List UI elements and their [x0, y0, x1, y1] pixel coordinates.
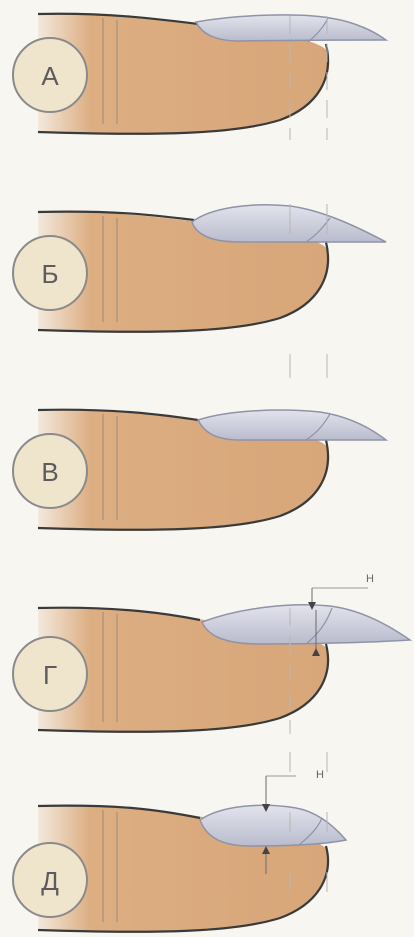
- panel-d: H Д: [13, 752, 346, 932]
- nail-plate: [196, 15, 386, 41]
- h-label: H: [316, 769, 324, 781]
- panel-g: H Г: [13, 573, 410, 734]
- panel-letter: Д: [41, 866, 59, 896]
- nail-plate: [200, 805, 346, 846]
- panel-a: А: [13, 14, 386, 140]
- panel-b: Б: [13, 204, 386, 378]
- panel-letter: Б: [41, 259, 58, 289]
- panel-letter: В: [41, 457, 58, 487]
- nail-plate: [202, 605, 410, 644]
- nail-plate: [198, 410, 386, 440]
- panel-letter: Г: [43, 660, 57, 690]
- h-label: H: [366, 573, 374, 585]
- panel-v: В: [13, 410, 386, 530]
- panel-letter: А: [41, 61, 59, 91]
- nail-plate: [192, 205, 386, 242]
